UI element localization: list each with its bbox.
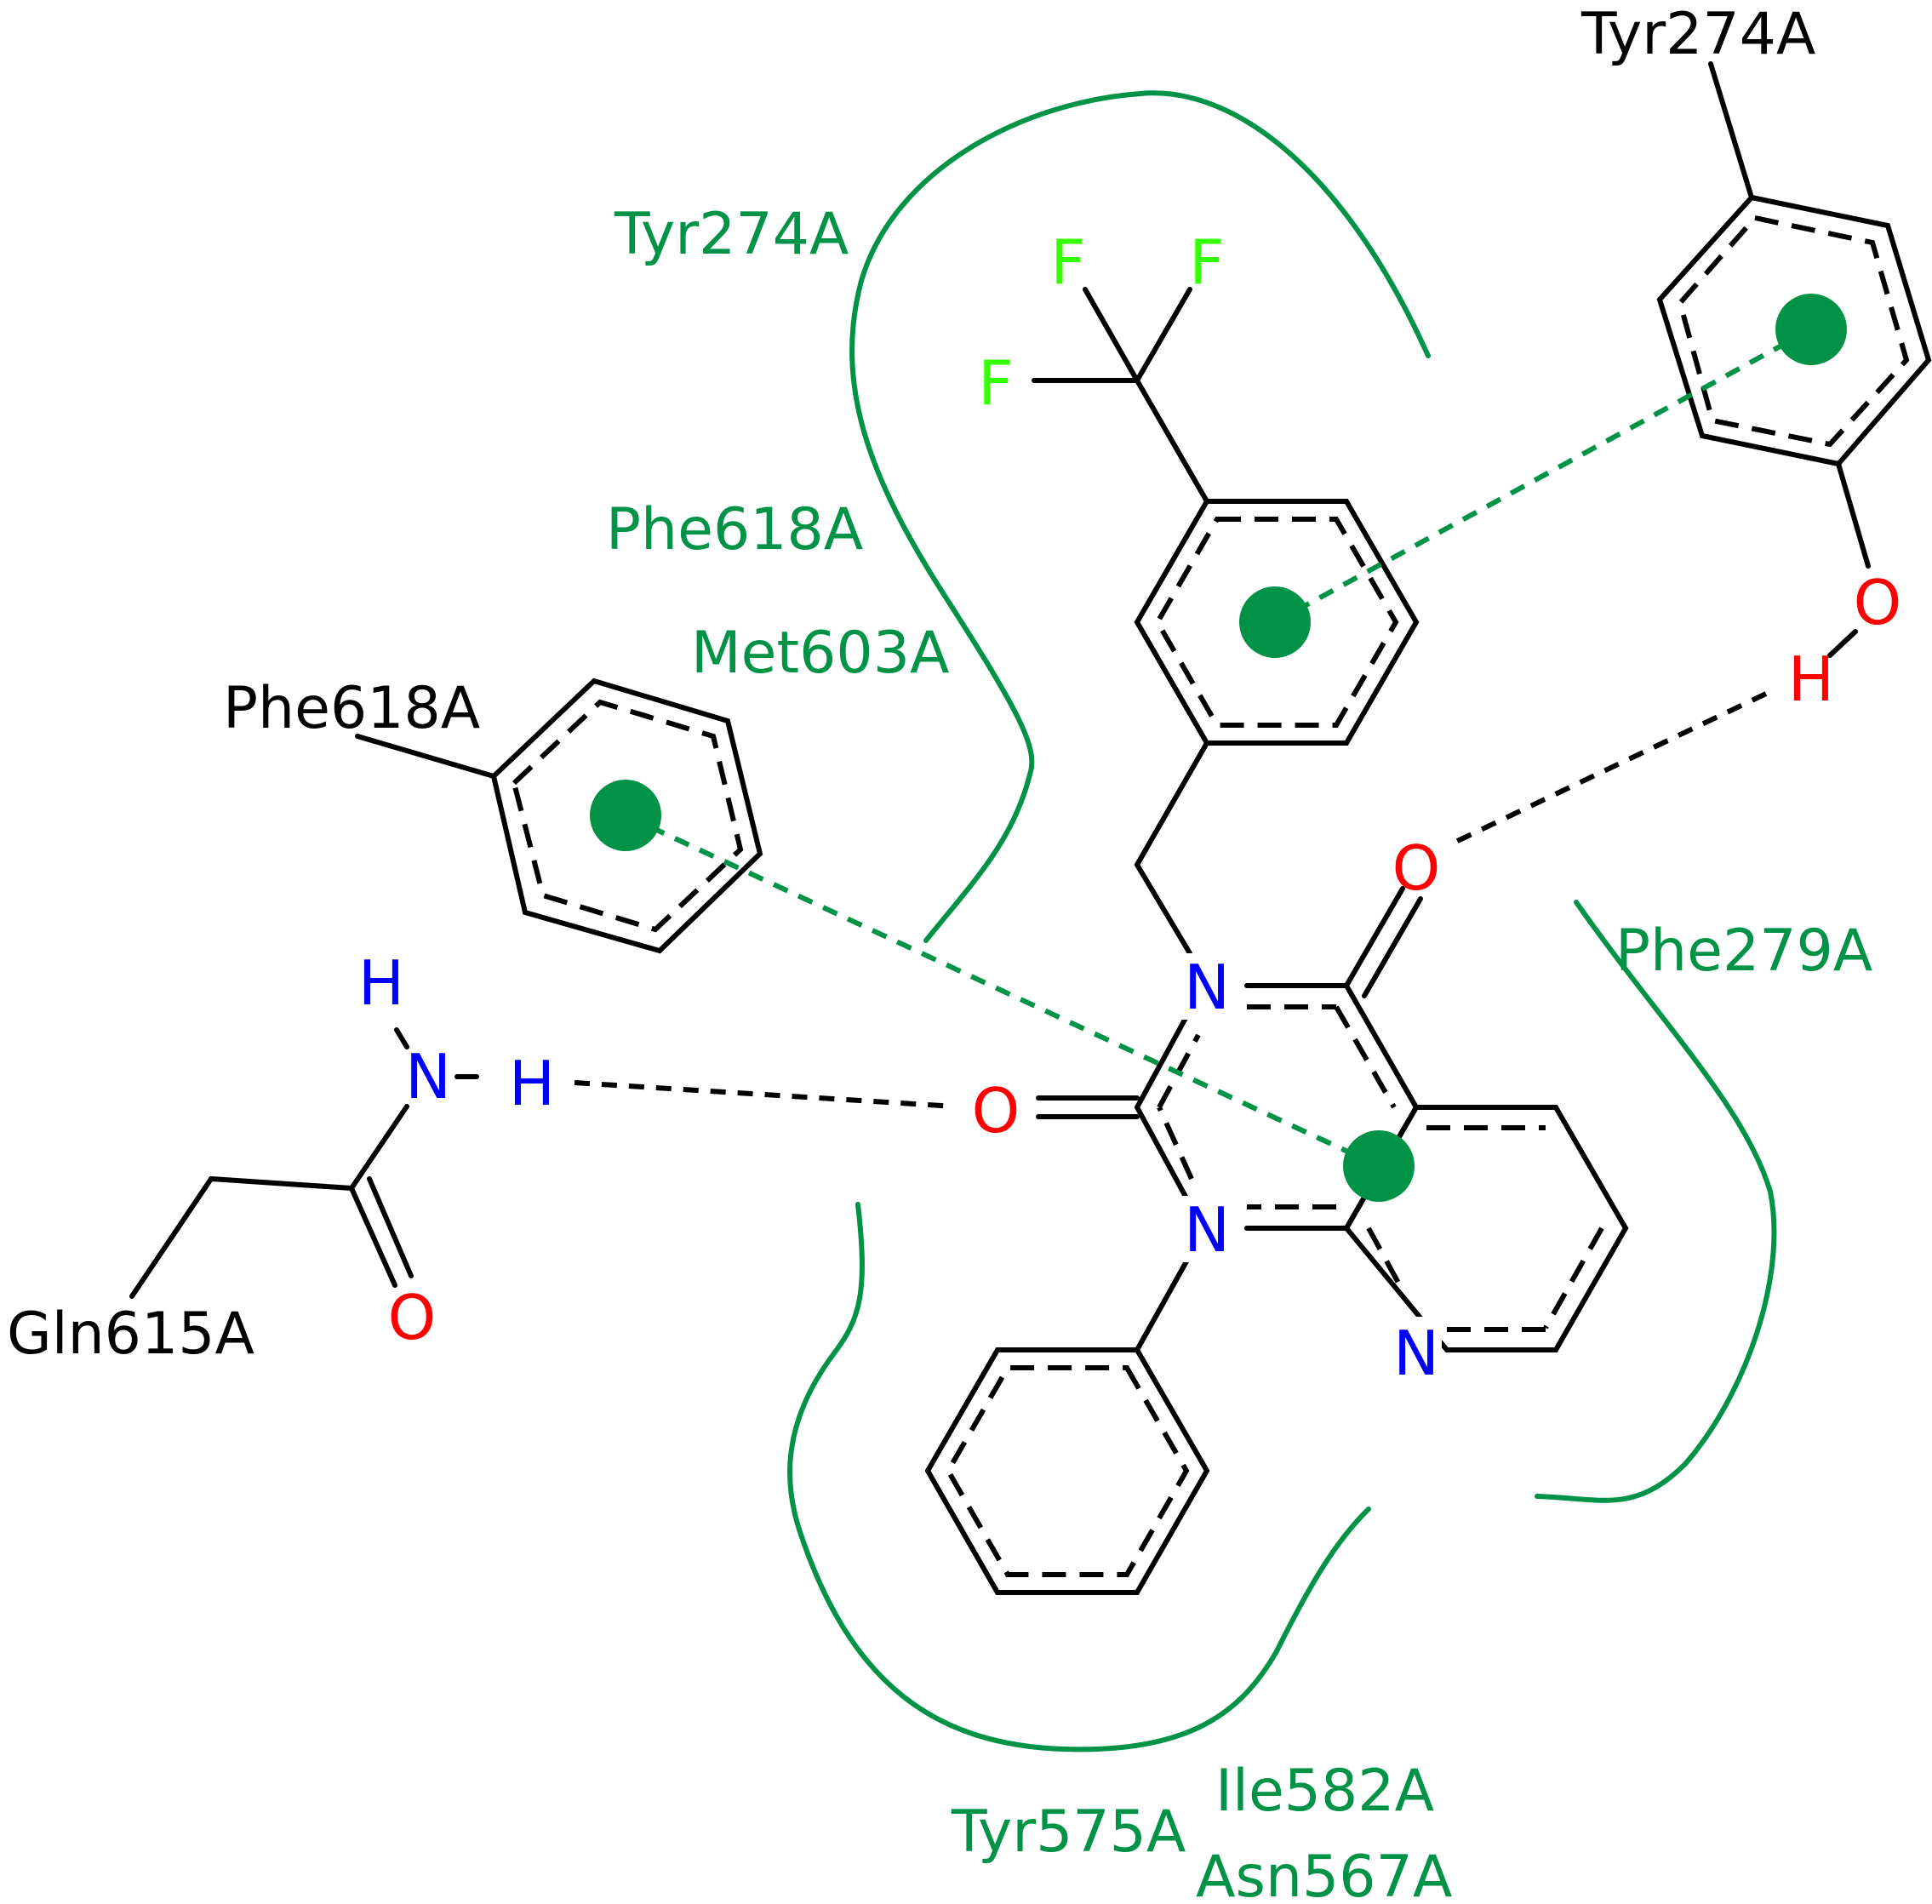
centroid-tyr274-ring (1775, 294, 1847, 365)
bond-cf3-f1 (1083, 287, 1140, 383)
label-gln615-black: Gln615A (7, 1301, 254, 1368)
bond-gln-backbone (129, 1176, 214, 1299)
interactions (574, 294, 1847, 1202)
ring-phe618 (490, 678, 763, 954)
pocket-contours (787, 90, 1777, 1752)
ring-tyr274-aromatic (1677, 214, 1910, 448)
pi-stack-phe618 (624, 813, 1380, 1169)
label-phe618-black: Phe618A (223, 675, 480, 742)
residue-phe618 (355, 678, 763, 954)
bond-c4-o-2 (1362, 896, 1423, 998)
atom-o-carbonyl-right: O (1392, 832, 1441, 904)
centroid-pyrimidine-ring (1343, 1130, 1415, 1202)
atom-gln-o: O (388, 1282, 437, 1353)
label-tyr274-green: Tyr274A (614, 201, 849, 268)
hbond-tyr-oh (1447, 691, 1768, 848)
n-pyridine-bg (1391, 1317, 1442, 1383)
atom-f2: F (1189, 226, 1224, 298)
atom-o-carbonyl-left: O (972, 1075, 1020, 1146)
n-bottom-bg (1179, 1196, 1230, 1262)
label-met603-green: Met603A (691, 620, 949, 687)
bond-n3-c2-arom (1157, 1106, 1194, 1181)
hbond-gln-nh (574, 1080, 956, 1109)
atom-h-tyr: H (1788, 643, 1834, 715)
atom-n-top: N (1184, 952, 1230, 1023)
atom-gln-n: N (405, 1041, 451, 1112)
pi-stack-tyr274 (1273, 327, 1813, 625)
centroid-cf3-phenyl-ring (1239, 586, 1311, 658)
label-tyr274-black: Tyr274A (1580, 1, 1815, 68)
bond-gln-ch2 (209, 1176, 354, 1191)
bond-ch2-n (1135, 862, 1192, 956)
bond-n3-c2 (1135, 1105, 1192, 1207)
bond-ring-ch2 (1135, 740, 1209, 867)
bond-tyr-o-h (1827, 629, 1858, 658)
bond-gln-n-h-top (394, 1027, 409, 1049)
residue-tyr274 (1656, 61, 1932, 658)
n-top-bg (1179, 953, 1230, 1020)
label-tyr575-green: Tyr575A (951, 1798, 1186, 1866)
atom-f3: F (978, 347, 1013, 419)
bond-c4-c4a (1344, 983, 1419, 1110)
pyridine-arom-4 (1366, 1226, 1407, 1295)
bond-cf3-f2 (1135, 287, 1192, 383)
label-phe279-green: Phe279A (1615, 918, 1872, 985)
pocket-contour-right (1535, 900, 1777, 1503)
bond-c4-c4a-arom (1334, 1005, 1397, 1109)
centroid-phe618-ring (590, 780, 661, 851)
bond-gln-co-1 (349, 1186, 397, 1288)
atom-gln-h-right: H (509, 1048, 555, 1119)
bond-n3-phenyl (1135, 1253, 1192, 1352)
residue-labels: Tyr274A Phe618A Gln615A Tyr274A Phe618A … (7, 1, 1872, 1904)
ligand (924, 287, 1629, 1595)
ring-phe618-aromatic (511, 699, 744, 933)
atom-gln-h-top: H (358, 947, 404, 1019)
pyridine-arom-2 (1543, 1226, 1604, 1329)
atom-n-bottom: N (1184, 1194, 1230, 1266)
atom-labels: F F F N N N O O O H H N H O (358, 226, 1901, 1389)
pocket-contour-bottom (787, 1202, 1371, 1752)
bond-gln-co-2 (367, 1176, 414, 1278)
bond-cf3-ring (1135, 378, 1209, 504)
label-phe618-green: Phe618A (606, 496, 863, 563)
atom-o-tyr: O (1854, 567, 1902, 638)
ring-cf3-phenyl-aromatic (1154, 517, 1399, 728)
ring-n-phenyl (924, 1347, 1210, 1595)
bond-tyr-oh (1836, 461, 1871, 569)
residue-gln615 (129, 1027, 479, 1299)
bond-gln-c-n (349, 1104, 409, 1191)
bond-c2-n1 (1135, 1008, 1192, 1110)
bond-c4-o-1 (1344, 886, 1405, 988)
pocket-contour-top (849, 90, 1431, 943)
ring-pyridine (1343, 1105, 1629, 1352)
ring-n-phenyl-aromatic (945, 1365, 1190, 1577)
bond-phe-backbone (355, 734, 496, 779)
label-ile582-green: Ile582A (1215, 1758, 1434, 1825)
atom-f1: F (1050, 226, 1085, 298)
label-asn567-green: Asn567A (1196, 1844, 1452, 1904)
ring-cf3-phenyl (1134, 499, 1420, 746)
atom-n-pyridine: N (1393, 1318, 1439, 1389)
bond-tyr-backbone (1708, 61, 1754, 200)
